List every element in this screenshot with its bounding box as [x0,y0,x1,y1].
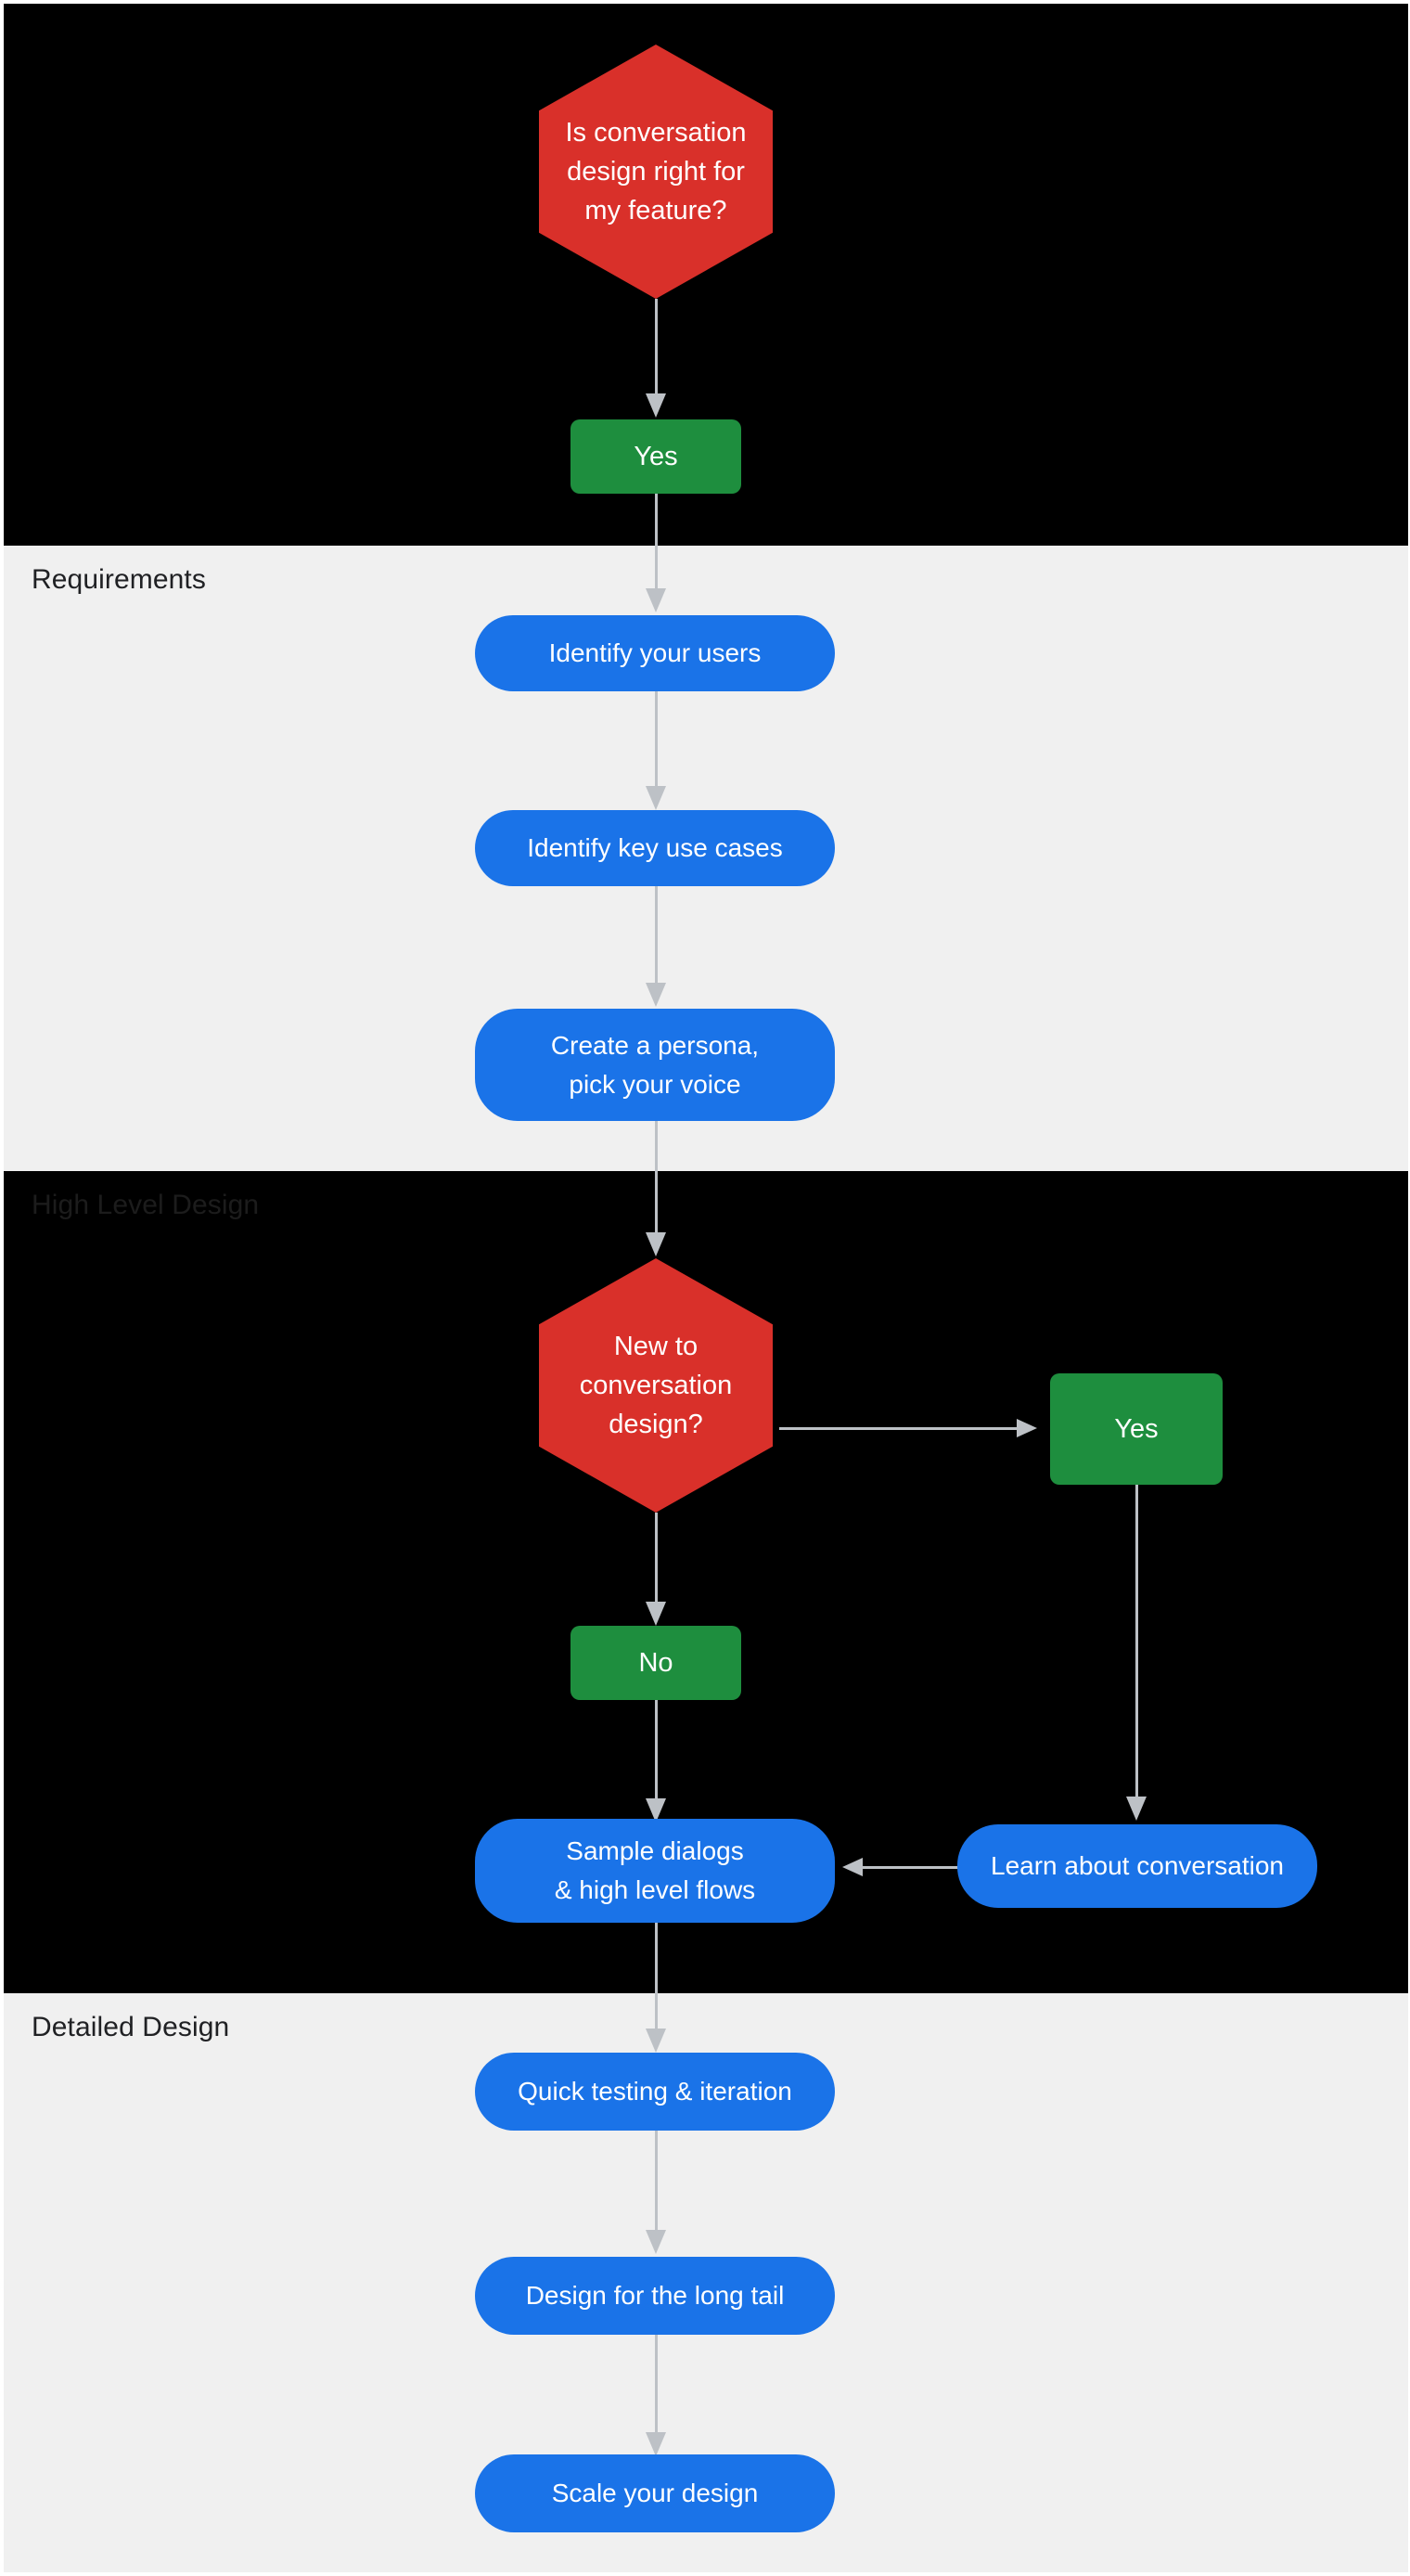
arrowhead-identify-users-to-use-cases [646,786,666,810]
text-line: Create a persona, [550,1030,760,1060]
step-node-create-a-persona[interactable]: Create a persona, pick your voice [475,1009,835,1121]
band-label-detailed-design: Detailed Design [32,2012,230,2042]
text-line: pick your voice [569,1069,741,1099]
step-node-scale-your-design[interactable]: Scale your design [475,2454,835,2532]
answer-node-yes-conversation-design[interactable]: Yes [570,419,741,494]
connector-learn-to-sample-dialogs [863,1866,959,1869]
arrowhead-long-tail-to-scale [646,2432,666,2456]
text-line: my feature? [584,196,727,225]
step-node-label: Identify your users [548,638,762,667]
arrowhead-learn-to-sample-dialogs [842,1858,863,1876]
connector-persona-to-decision2 [655,1121,658,1234]
answer-node-label: No [638,1647,673,1678]
step-node-sample-dialogs-high-level-flows[interactable]: Sample dialogs & high level flows [475,1819,835,1923]
arrowhead-decision2-to-yes2 [1017,1419,1037,1437]
arrowhead-decision2-to-no [646,1602,666,1626]
connector-quick-testing-to-long-tail [655,2130,658,2232]
arrowhead-persona-to-decision2 [646,1232,666,1256]
text-line: conversation [579,1371,733,1400]
arrowhead-use-cases-to-persona [646,983,666,1007]
text-line: & high level flows [554,1875,756,1904]
step-node-label: Design for the long tail [525,2281,785,2310]
step-node-label: Scale your design [551,2479,759,2507]
connector-sample-dialogs-to-quick-testing [655,1921,658,2030]
step-node-label: Create a persona, pick your voice [551,1026,759,1104]
text-line: New to [613,1332,699,1361]
answer-node-label: Yes [634,441,678,471]
connector-yes2-to-learn [1135,1485,1138,1798]
step-node-learn-about-conversation[interactable]: Learn about conversation [957,1824,1317,1908]
arrowhead-decision1-to-yes1 [646,393,666,418]
connector-long-tail-to-scale [655,2334,658,2434]
connector-decision1-to-yes1 [655,299,658,395]
text-line: Is conversation [565,118,747,148]
connector-no-to-sample-dialogs [655,1700,658,1800]
step-node-label: Learn about conversation [991,1851,1284,1880]
arrowhead-no-to-sample-dialogs [646,1798,666,1823]
text-line: design? [609,1410,703,1439]
step-node-quick-testing-iteration[interactable]: Quick testing & iteration [475,2053,835,2131]
arrowhead-sample-dialogs-to-quick-testing [646,2029,666,2053]
connector-decision2-to-yes2 [779,1427,1019,1430]
answer-node-yes-new-to-conversation[interactable]: Yes [1050,1373,1223,1485]
step-node-design-for-the-long-tail[interactable]: Design for the long tail [475,2257,835,2335]
answer-node-no-new-to-conversation[interactable]: No [570,1626,741,1700]
step-node-identify-your-users[interactable]: Identify your users [475,615,835,691]
arrowhead-yes1-to-identify-users [646,588,666,612]
band-label-requirements: Requirements [32,564,206,595]
band-label-high-level-design: High Level Design [32,1190,260,1220]
connector-use-cases-to-persona [655,886,658,985]
step-node-identify-key-use-cases[interactable]: Identify key use cases [475,810,835,886]
step-node-label: Sample dialogs & high level flows [555,1832,755,1910]
text-line: Sample dialogs [566,1836,744,1865]
connector-identify-users-to-use-cases [655,691,658,788]
decision-node-new-to-conversation-design-text: New to conversation design? [563,1327,749,1444]
step-node-label: Identify key use cases [527,833,783,862]
answer-node-label: Yes [1114,1413,1159,1444]
connector-yes1-to-identify-users [655,494,658,590]
arrowhead-yes2-to-learn [1126,1797,1147,1821]
connector-decision2-to-no [655,1513,658,1604]
text-line: design right for [567,157,745,187]
step-node-label: Quick testing & iteration [518,2077,792,2106]
arrowhead-quick-testing-to-long-tail [646,2230,666,2254]
decision-node-conversation-design-right-text: Is conversation design right for my feat… [548,113,763,230]
